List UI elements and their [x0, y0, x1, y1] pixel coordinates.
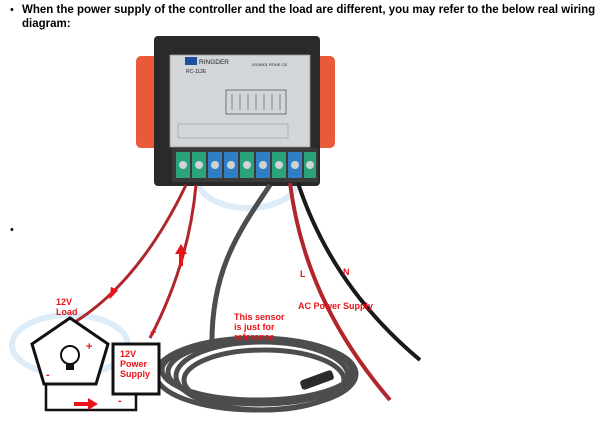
supply-positive-wire [148, 184, 198, 339]
load-plus: + [86, 341, 92, 353]
screw-4 [227, 161, 235, 169]
neutral-label: N [343, 267, 350, 277]
power-supply-label-line2: Power [120, 359, 148, 369]
load-minus: - [46, 369, 50, 381]
power-supply-label-line1: 12V [120, 349, 136, 359]
arrow-right-shaft [74, 402, 88, 406]
schematic-lines [231, 94, 281, 110]
screw-6 [259, 161, 267, 169]
bulb-base [66, 364, 74, 370]
power-supply-label: 12V Power Supply [120, 349, 150, 379]
screw-7 [275, 161, 283, 169]
screw-8 [291, 161, 299, 169]
sensor-note-line1: This sensor [234, 312, 285, 322]
sensor-lead [209, 183, 273, 351]
arrow-up-shaft [179, 252, 183, 266]
screw-2 [195, 161, 203, 169]
ground-loop-wire [44, 384, 138, 412]
load-symbol [30, 316, 110, 386]
arrow-right-icon [88, 398, 98, 410]
power-supply-symbol [111, 342, 161, 396]
power-supply-label-line3: Supply [120, 369, 150, 379]
temperature-controller: RINGDER RC-112E ISO9001 ROHS CE [136, 36, 335, 186]
line-label: L [300, 269, 306, 279]
ac-line-wire [288, 182, 392, 402]
screw-1 [179, 161, 187, 169]
bullet-2: • [10, 224, 14, 236]
load-label-line1: 12V [56, 297, 72, 307]
brand-logo [185, 57, 197, 65]
supply-plus: + [150, 327, 156, 339]
label-notes [177, 123, 289, 139]
terminal-screws [176, 152, 316, 178]
screw-5 [243, 161, 251, 169]
intro-heading: When the power supply of the controller … [22, 4, 596, 30]
arrow-down-icon [109, 286, 119, 300]
arrow-up-icon [175, 244, 187, 254]
sensor-note-line2: is just for [234, 322, 275, 332]
schematic-box [225, 89, 287, 115]
sensor-note-line3: reference [234, 332, 275, 342]
sensor-note: This sensor is just for reference [234, 312, 287, 342]
screw-3 [211, 161, 219, 169]
ac-neutral-wire [296, 182, 422, 362]
screw-9 [306, 161, 314, 169]
certification: ISO9001 ROHS CE [252, 62, 287, 67]
ac-power-supply-label: AC Power Supply [298, 301, 373, 311]
supply-minus: - [118, 395, 122, 407]
load-positive-wire [74, 184, 188, 324]
brand-name: RINGDER [199, 59, 229, 66]
load-label-line2: Load [56, 307, 78, 317]
sensor-probe [300, 370, 334, 390]
model-number: RC-112E [186, 69, 207, 75]
bullet-1: • [10, 4, 14, 16]
load-label: 12V Load [56, 297, 78, 317]
